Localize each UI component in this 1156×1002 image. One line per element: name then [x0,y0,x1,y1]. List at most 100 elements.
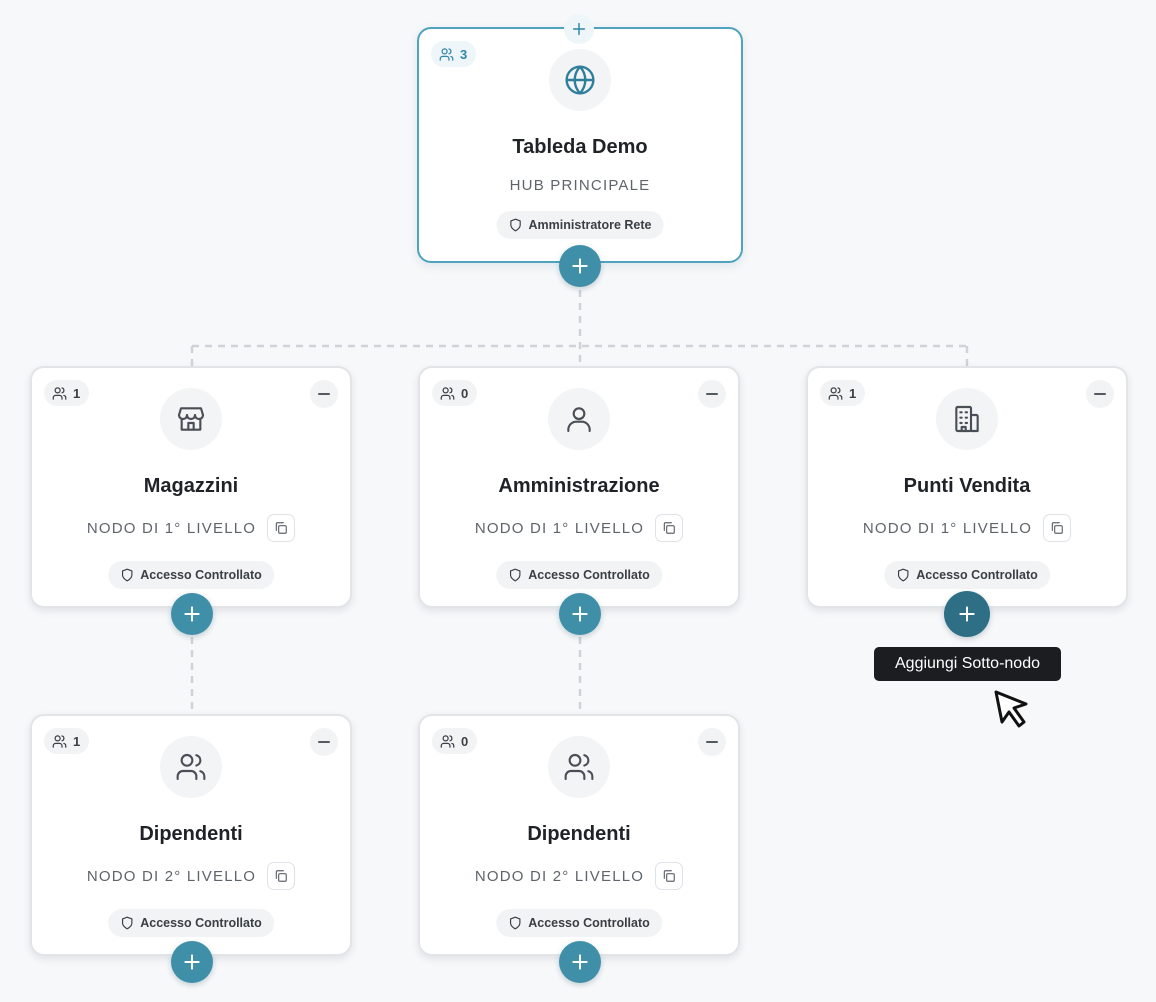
add-subnode-button[interactable] [171,941,213,983]
collapse-button[interactable] [698,380,726,408]
users-icon [440,386,455,400]
copy-button[interactable] [1043,514,1072,542]
copy-button[interactable] [655,514,684,542]
minus-icon [706,741,718,743]
node-icon-circle [936,388,998,450]
copy-icon [275,870,287,882]
add-parent-button[interactable] [564,14,594,44]
member-count: 0 [461,733,469,749]
node-title: Dipendenti [527,823,631,845]
shield-icon [509,568,521,582]
member-count-badge: 1 [820,380,866,406]
users-icon [52,386,67,400]
access-label: Accesso Controllato [528,916,650,930]
copy-button[interactable] [267,862,296,890]
copy-button[interactable] [655,862,684,890]
node-card-punti-vendita[interactable]: 1 Punti Vendita NODO DI 1° LIVELLO Acces… [806,366,1128,608]
node-title: Dipendenti [139,823,243,845]
node-level-label: NODO DI 1° LIVELLO [86,519,257,537]
plus-icon [959,606,975,622]
copy-button[interactable] [267,514,296,542]
add-subnode-button[interactable] [559,593,601,635]
member-count-badge: 1 [44,380,90,406]
store-icon [177,407,205,431]
plus-icon [572,606,588,622]
access-badge: Accesso Controllato [496,561,662,589]
access-badge: Amministratore Rete [496,211,664,239]
globe-icon [565,65,595,95]
node-level-label: NODO DI 1° LIVELLO [862,519,1033,537]
node-subtitle: NODO DI 1° LIVELLO [808,514,1126,542]
access-label: Accesso Controllato [140,916,262,930]
building-icon [955,405,979,433]
node-subtitle: NODO DI 1° LIVELLO [32,514,350,542]
root-node-card[interactable]: 3 Tableda Demo HUB PRINCIPALE Amministra… [417,27,743,263]
node-level-label: NODO DI 1° LIVELLO [474,519,645,537]
node-icon-circle [548,736,610,798]
member-count: 1 [73,385,81,401]
user-icon [567,407,591,433]
node-level-label: HUB PRINCIPALE [509,177,651,194]
member-count: 1 [73,733,81,749]
node-title: Tableda Demo [512,136,648,158]
minus-icon [706,393,718,395]
add-subnode-tooltip: Aggiungi Sotto-nodo [874,647,1061,681]
plus-icon [184,954,200,970]
node-title: Punti Vendita [903,475,1031,497]
node-level-label: NODO DI 2° LIVELLO [474,867,645,885]
copy-icon [275,522,287,534]
plus-icon [572,954,588,970]
collapse-button[interactable] [1086,380,1114,408]
member-count-badge: 0 [432,728,478,754]
access-badge: Accesso Controllato [108,909,274,937]
node-card-dipendenti[interactable]: 0 Dipendenti NODO DI 2° LIVELLO Accesso … [418,714,740,956]
member-count: 3 [460,46,468,62]
node-level-label: NODO DI 2° LIVELLO [86,867,257,885]
node-title: Magazzini [143,475,239,497]
plus-icon [572,22,586,36]
member-count: 1 [849,385,857,401]
add-subnode-button[interactable] [171,593,213,635]
shield-icon [121,568,133,582]
users-icon [440,734,455,748]
node-card-amministrazione[interactable]: 0 Amministrazione NODO DI 1° LIVELLO Acc… [418,366,740,608]
node-subtitle: HUB PRINCIPALE [419,177,741,194]
add-subnode-button[interactable] [559,941,601,983]
collapse-button[interactable] [310,380,338,408]
shield-icon [510,218,521,232]
access-label: Accesso Controllato [528,568,650,582]
access-badge: Accesso Controllato [884,561,1050,589]
plus-icon [572,258,588,274]
member-count-badge: 0 [432,380,478,406]
users-icon [439,47,454,61]
node-subtitle: NODO DI 2° LIVELLO [32,862,350,890]
node-subtitle: NODO DI 1° LIVELLO [420,514,738,542]
access-badge: Accesso Controllato [108,561,274,589]
shield-icon [121,916,133,930]
users-icon [52,734,67,748]
shield-icon [509,916,521,930]
collapse-button[interactable] [698,728,726,756]
node-icon-circle [160,736,222,798]
copy-icon [1051,522,1063,534]
member-count: 0 [461,385,469,401]
plus-icon [184,606,200,622]
node-card-magazzini[interactable]: 1 Magazzini NODO DI 1° LIVELLO Accesso C… [30,366,352,608]
member-count-badge: 3 [431,41,477,67]
access-label: Accesso Controllato [140,568,262,582]
users-icon [564,753,594,781]
access-label: Accesso Controllato [916,568,1038,582]
node-icon-circle [549,49,611,111]
shield-icon [897,568,909,582]
users-icon [828,386,843,400]
add-subnode-button[interactable] [559,245,601,287]
node-title: Amministrazione [498,475,660,497]
node-icon-circle [160,388,222,450]
node-card-dipendenti[interactable]: 1 Dipendenti NODO DI 2° LIVELLO Accesso … [30,714,352,956]
copy-icon [663,522,675,534]
member-count-badge: 1 [44,728,90,754]
access-label: Amministratore Rete [528,218,652,232]
users-icon [176,753,206,781]
add-subnode-button[interactable] [944,591,990,637]
collapse-button[interactable] [310,728,338,756]
